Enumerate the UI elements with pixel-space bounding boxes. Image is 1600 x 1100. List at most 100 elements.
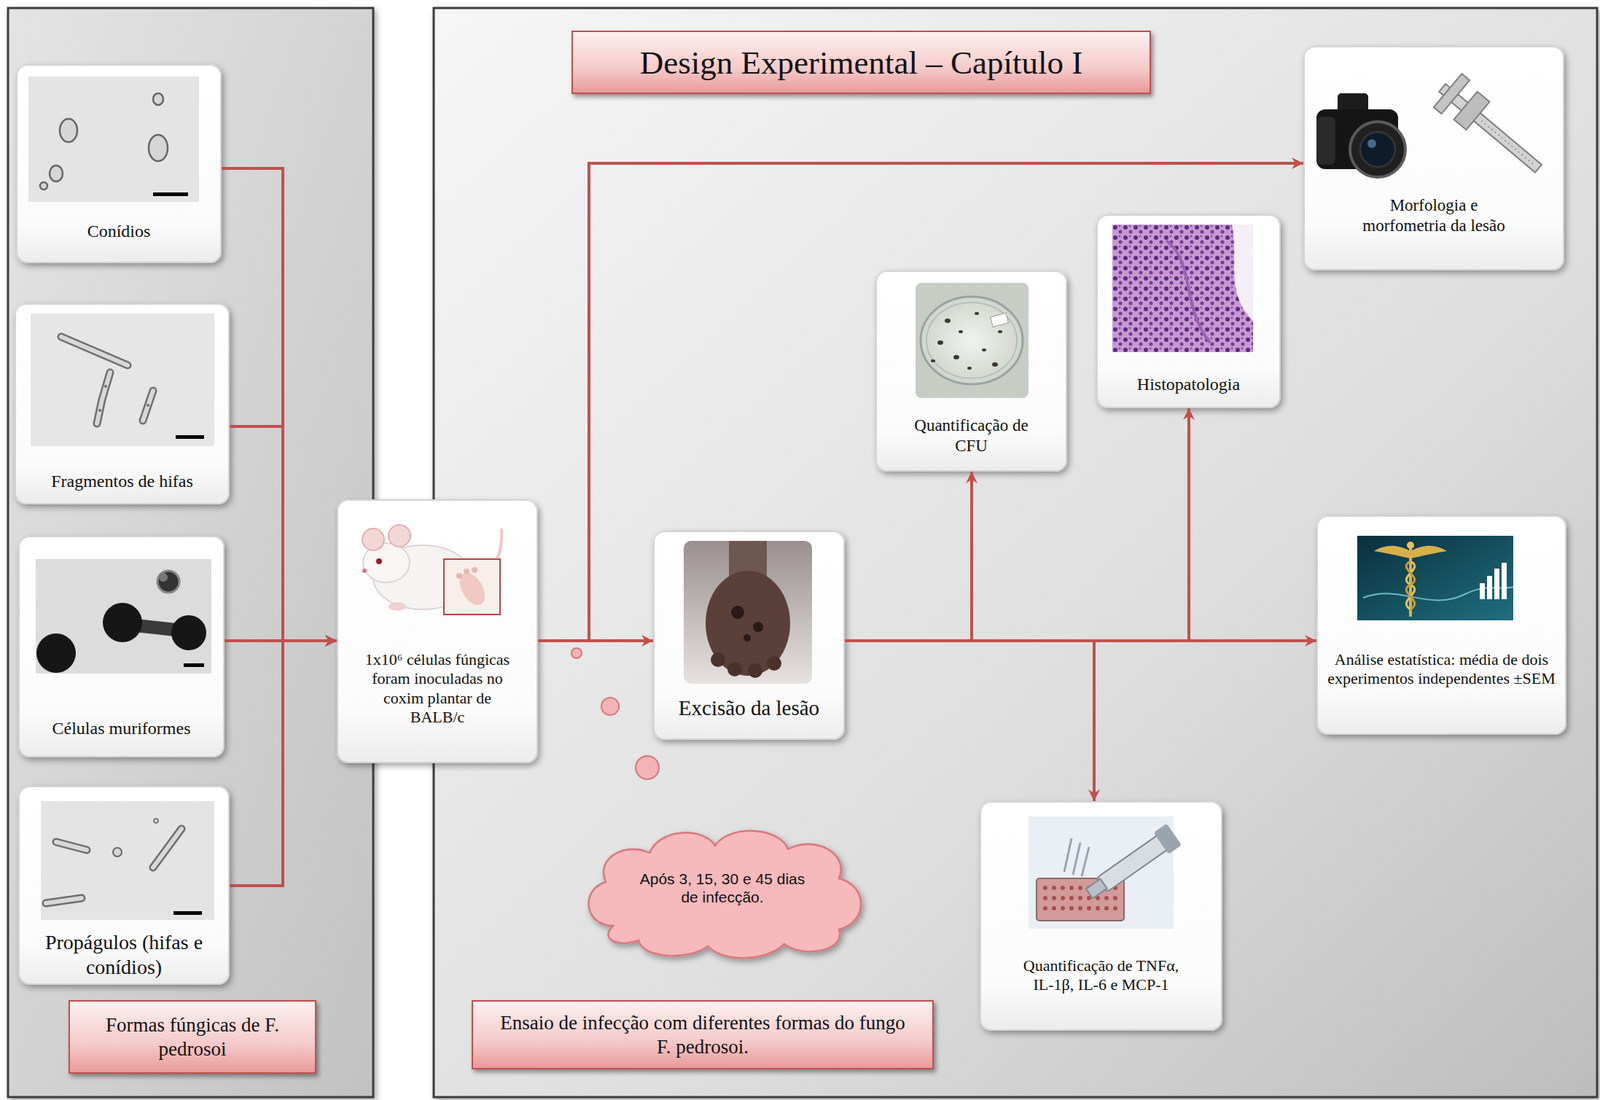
statistics-image-part-part xyxy=(1494,568,1500,600)
box-ground-part xyxy=(653,530,845,740)
lesion-photo-part xyxy=(731,605,745,619)
mouse-photo-part xyxy=(388,602,407,611)
node-text: Histopatologia xyxy=(1137,373,1240,396)
mouse-photo-part xyxy=(456,572,463,579)
elisa-image-part-part xyxy=(1069,906,1074,911)
histology-image-part xyxy=(1112,224,1254,353)
node-text: Análise estatística: média de dois exper… xyxy=(1323,650,1560,689)
image-box: Quantificação de TNFα, IL-1β, IL-6 e MCP… xyxy=(979,801,1223,1031)
lesion-photo-part xyxy=(727,661,743,677)
statistics-image-part-part xyxy=(1501,562,1507,600)
image-box: Excisão da lesão xyxy=(653,530,845,740)
muriform-micrograph-part xyxy=(35,559,212,674)
hyphae-micrograph-part xyxy=(30,313,215,447)
image-box: Morfologia e morfometria da lesão xyxy=(1303,45,1565,271)
hyphae-micrograph-part-part xyxy=(146,403,150,407)
elisa-image-part-part xyxy=(1078,895,1083,901)
mouse-photo-part xyxy=(454,568,490,610)
title-text: Design Experimental – Capítulo I xyxy=(640,43,1083,83)
elisa-image-part-part xyxy=(1081,847,1090,877)
elisa-image-part xyxy=(1064,838,1090,877)
cfu-plate-part-part xyxy=(958,330,963,334)
propagules-micrograph-part-part xyxy=(56,841,87,850)
label-box: Formas fúngicas de F. pedrosoi xyxy=(68,1000,317,1074)
node-text: Células muriformes xyxy=(52,717,191,740)
mouse-photo-part xyxy=(471,567,478,573)
statistics-image-part xyxy=(1406,541,1415,549)
image-box: Conídios xyxy=(16,64,222,264)
node-text: Propágulos (hifas e conídios) xyxy=(29,930,219,979)
statistics-image-part-part xyxy=(1479,583,1485,600)
statistics-image-part xyxy=(1406,561,1415,610)
connector-arrow xyxy=(229,426,337,641)
histology-image xyxy=(1112,224,1254,353)
propagules-micrograph-part xyxy=(45,828,182,904)
statistics-image-part xyxy=(1410,545,1447,559)
panel-left-part xyxy=(8,8,374,1098)
camera-icon-part xyxy=(1316,116,1336,165)
cfu-plate-part-part xyxy=(981,348,987,352)
lesion-photo-part xyxy=(752,621,764,632)
caliper-icon-part xyxy=(1481,121,1535,166)
mouse-photo-part xyxy=(362,568,367,573)
propagules-micrograph-part xyxy=(112,847,122,857)
cloud-outline xyxy=(569,816,876,960)
cfu-plate-part xyxy=(926,302,1017,379)
box-ground-part xyxy=(1316,515,1567,735)
cfu-plate-part-part xyxy=(997,330,1003,334)
connector-arrow xyxy=(844,471,972,641)
hyphae-micrograph-part-part xyxy=(98,408,102,412)
box-ground xyxy=(14,45,1567,1031)
cfu-plate-part xyxy=(920,296,1023,385)
image-box: Quantificação de CFU xyxy=(875,270,1068,472)
propagules-micrograph-part-part xyxy=(45,898,82,904)
propagules-micrograph-part xyxy=(40,801,215,920)
box-ground-part xyxy=(14,303,230,505)
elisa-image-part-part xyxy=(1051,885,1057,891)
elisa-image-part-part xyxy=(1060,906,1065,911)
muriform-micrograph-part xyxy=(102,602,143,643)
muriform-micrograph xyxy=(35,559,212,674)
hyphae-micrograph-part-part xyxy=(96,372,111,424)
box-ground-part xyxy=(336,499,538,764)
title-box: Design Experimental – Capítulo I xyxy=(571,30,1151,95)
propagules-micrograph-part xyxy=(153,818,159,823)
lesion-photo-part xyxy=(683,540,813,684)
hyphae-micrograph-part xyxy=(61,336,154,424)
connector-arrow xyxy=(844,640,1095,802)
node-text: Fragmentos de hifas xyxy=(51,470,194,493)
mouse-photo-part xyxy=(388,524,411,547)
mouse-photo-part xyxy=(362,528,385,551)
propagules-micrograph-part xyxy=(173,911,202,915)
elisa-image-part-part xyxy=(1043,895,1048,901)
cfu-plate-part-part xyxy=(937,340,944,345)
elisa-image xyxy=(1028,816,1182,929)
mouse-photo xyxy=(362,524,502,615)
mouse-photo-part xyxy=(443,559,501,615)
statistics-image-part xyxy=(1357,535,1514,621)
elisa-image-part-part xyxy=(1078,885,1083,891)
node-text: Conídios xyxy=(87,220,151,243)
statistics-image xyxy=(1357,535,1514,621)
propagules-micrograph-part-part xyxy=(56,841,87,850)
elisa-image-part-part xyxy=(1086,879,1108,899)
conidia-micrograph-part xyxy=(40,93,168,190)
hyphae-micrograph-part-part xyxy=(61,336,128,366)
camera-icon-part xyxy=(1360,131,1396,167)
connector-arrow xyxy=(229,640,337,886)
image-box: 1x10⁶ células fúngicas foram inoculadas … xyxy=(336,499,538,764)
thought-bubbles-part xyxy=(571,648,582,659)
elisa-image-part-part xyxy=(1043,906,1048,911)
panel-right-part xyxy=(433,8,1598,1098)
lesion-photo-part xyxy=(705,570,791,676)
node-text: Formas fúngicas de F. pedrosoi xyxy=(83,1013,302,1061)
statistics-image-part xyxy=(1374,545,1411,559)
box-ground-part xyxy=(18,535,225,758)
elisa-image-part-part xyxy=(1064,838,1072,872)
hyphae-micrograph-part xyxy=(61,336,154,424)
image-box: Histopatologia xyxy=(1096,214,1281,409)
muriform-micrograph-part xyxy=(158,572,168,582)
cfu-plate-part-part xyxy=(974,311,979,315)
caliper-icon-part xyxy=(1454,91,1490,130)
